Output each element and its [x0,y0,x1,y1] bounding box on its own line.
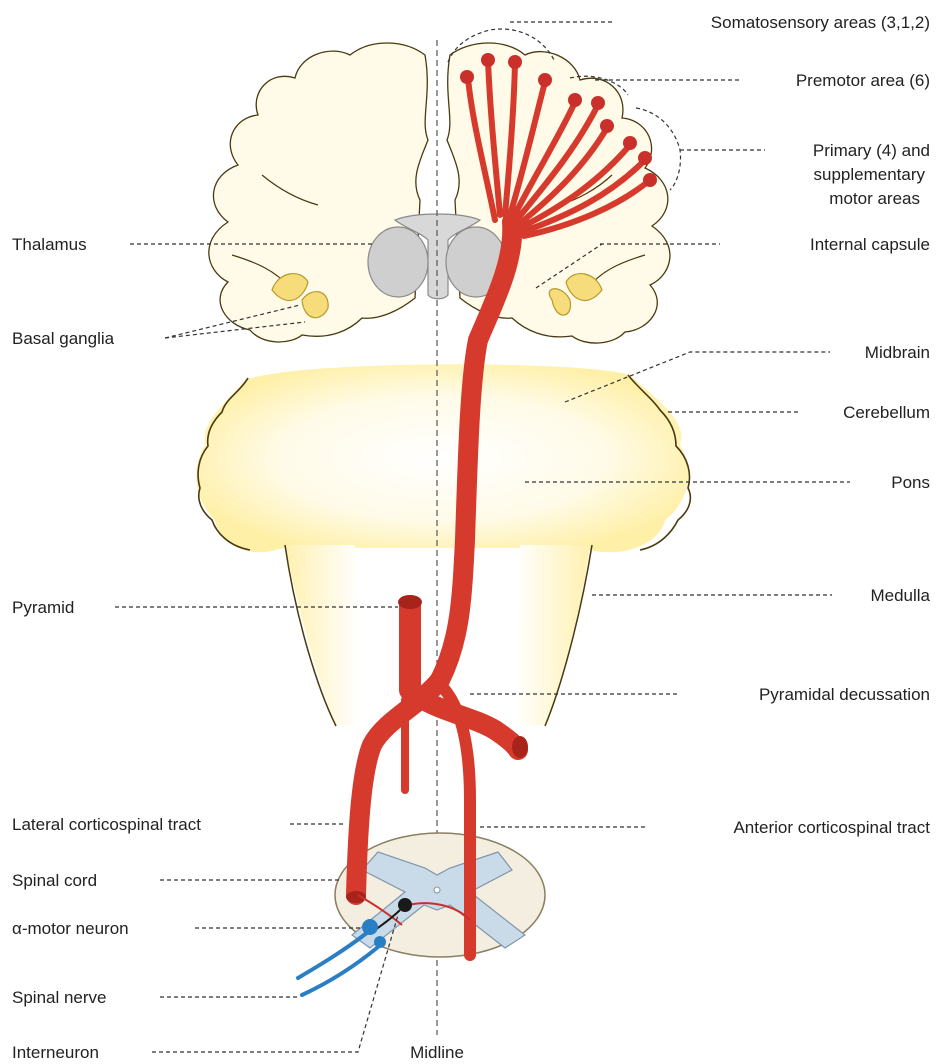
brainstem [196,364,690,552]
label-basal-ganglia: Basal ganglia [12,329,115,348]
pons-cerebellum [196,364,688,552]
fiber-ending-9 [638,151,652,165]
medulla-glow-right [515,545,590,725]
right-branch-end [512,736,528,758]
label-cerebellum: Cerebellum [843,403,930,422]
label-primary-2: supplementary [813,165,925,184]
central-canal [434,887,440,893]
label-internal-capsule: Internal capsule [810,235,930,254]
fiber-ending-5 [568,93,582,107]
alpha-motor-neuron-2 [374,936,386,948]
fiber-ending-4 [538,73,552,87]
label-thalamus: Thalamus [12,235,87,254]
label-midline: Midline [410,1043,464,1062]
pyramid-top [398,595,422,609]
fiber-ending-2 [481,53,495,67]
interneuron-body [398,898,412,912]
label-somatosensory: Somatosensory areas (3,1,2) [711,13,930,32]
fiber-ending-3 [508,55,522,69]
label-interneuron: Interneuron [12,1043,99,1062]
label-spinal-cord: Spinal cord [12,871,97,890]
fiber-ending-1 [460,70,474,84]
fiber-ending-7 [600,119,614,133]
fiber-ending-8 [623,136,637,150]
label-spinal-nerve: Spinal nerve [12,988,107,1007]
label-decussation: Pyramidal decussation [759,685,930,704]
label-medulla: Medulla [870,586,930,605]
thalamus-left-lobe [368,227,428,297]
label-pons: Pons [891,473,930,492]
spinal-nerve-1 [298,932,368,978]
label-anterior-tract: Anterior corticospinal tract [733,818,930,837]
fiber-ending-6 [591,96,605,110]
label-primary-3: motor areas [829,189,920,208]
label-pyramid: Pyramid [12,598,74,617]
label-premotor: Premotor area (6) [796,71,930,90]
label-primary-1: Primary (4) and [813,141,930,160]
medulla-glow-left [285,545,360,725]
fiber-ending-10 [643,173,657,187]
label-midbrain: Midbrain [865,343,930,362]
label-alpha-motor: α-motor neuron [12,919,129,938]
label-lateral-tract: Lateral corticospinal tract [12,815,201,834]
